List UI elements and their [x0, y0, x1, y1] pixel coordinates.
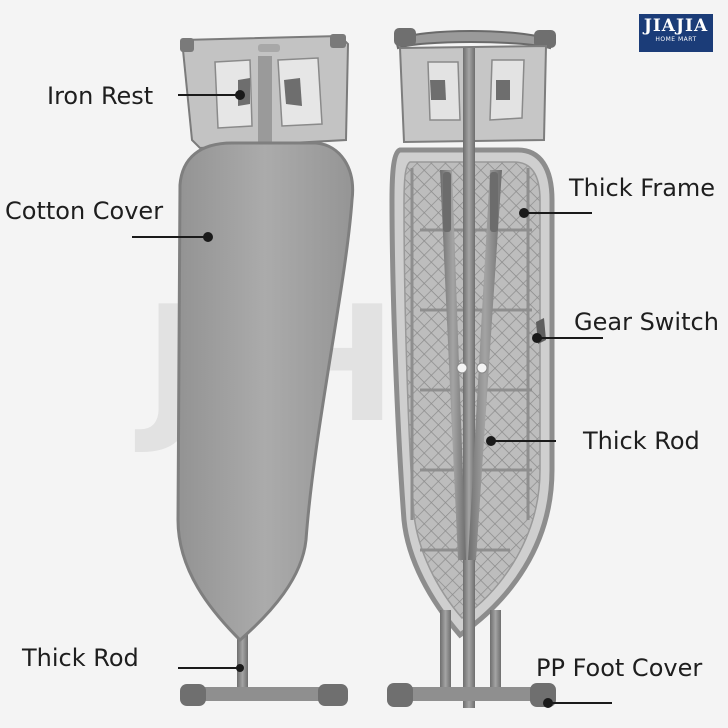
- label-thick-rod-right: Thick Rod: [583, 427, 700, 455]
- left-board: [176, 34, 355, 706]
- brand-tagline: HOME MART: [655, 36, 697, 43]
- brand-name: JIAJIA: [643, 16, 709, 36]
- left-foot: [180, 684, 348, 706]
- label-gear-switch: Gear Switch: [574, 308, 719, 336]
- iron-rest-back: [394, 28, 556, 144]
- label-cotton-cover: Cotton Cover: [5, 197, 164, 225]
- left-leg: [237, 615, 248, 695]
- brand-logo: JIAJIA HOME MART: [639, 14, 713, 52]
- label-thick-frame: Thick Frame: [569, 174, 716, 202]
- label-thick-rod-left: Thick Rod: [22, 644, 139, 672]
- label-iron-rest: Iron Rest: [47, 82, 154, 110]
- callout-lines: [132, 90, 612, 708]
- label-pp-foot-cover: PP Foot Cover: [536, 654, 703, 682]
- iron-rest: [180, 34, 350, 150]
- cotton-cover: [176, 141, 355, 643]
- thick-rods: [440, 48, 502, 708]
- right-board: [387, 28, 556, 708]
